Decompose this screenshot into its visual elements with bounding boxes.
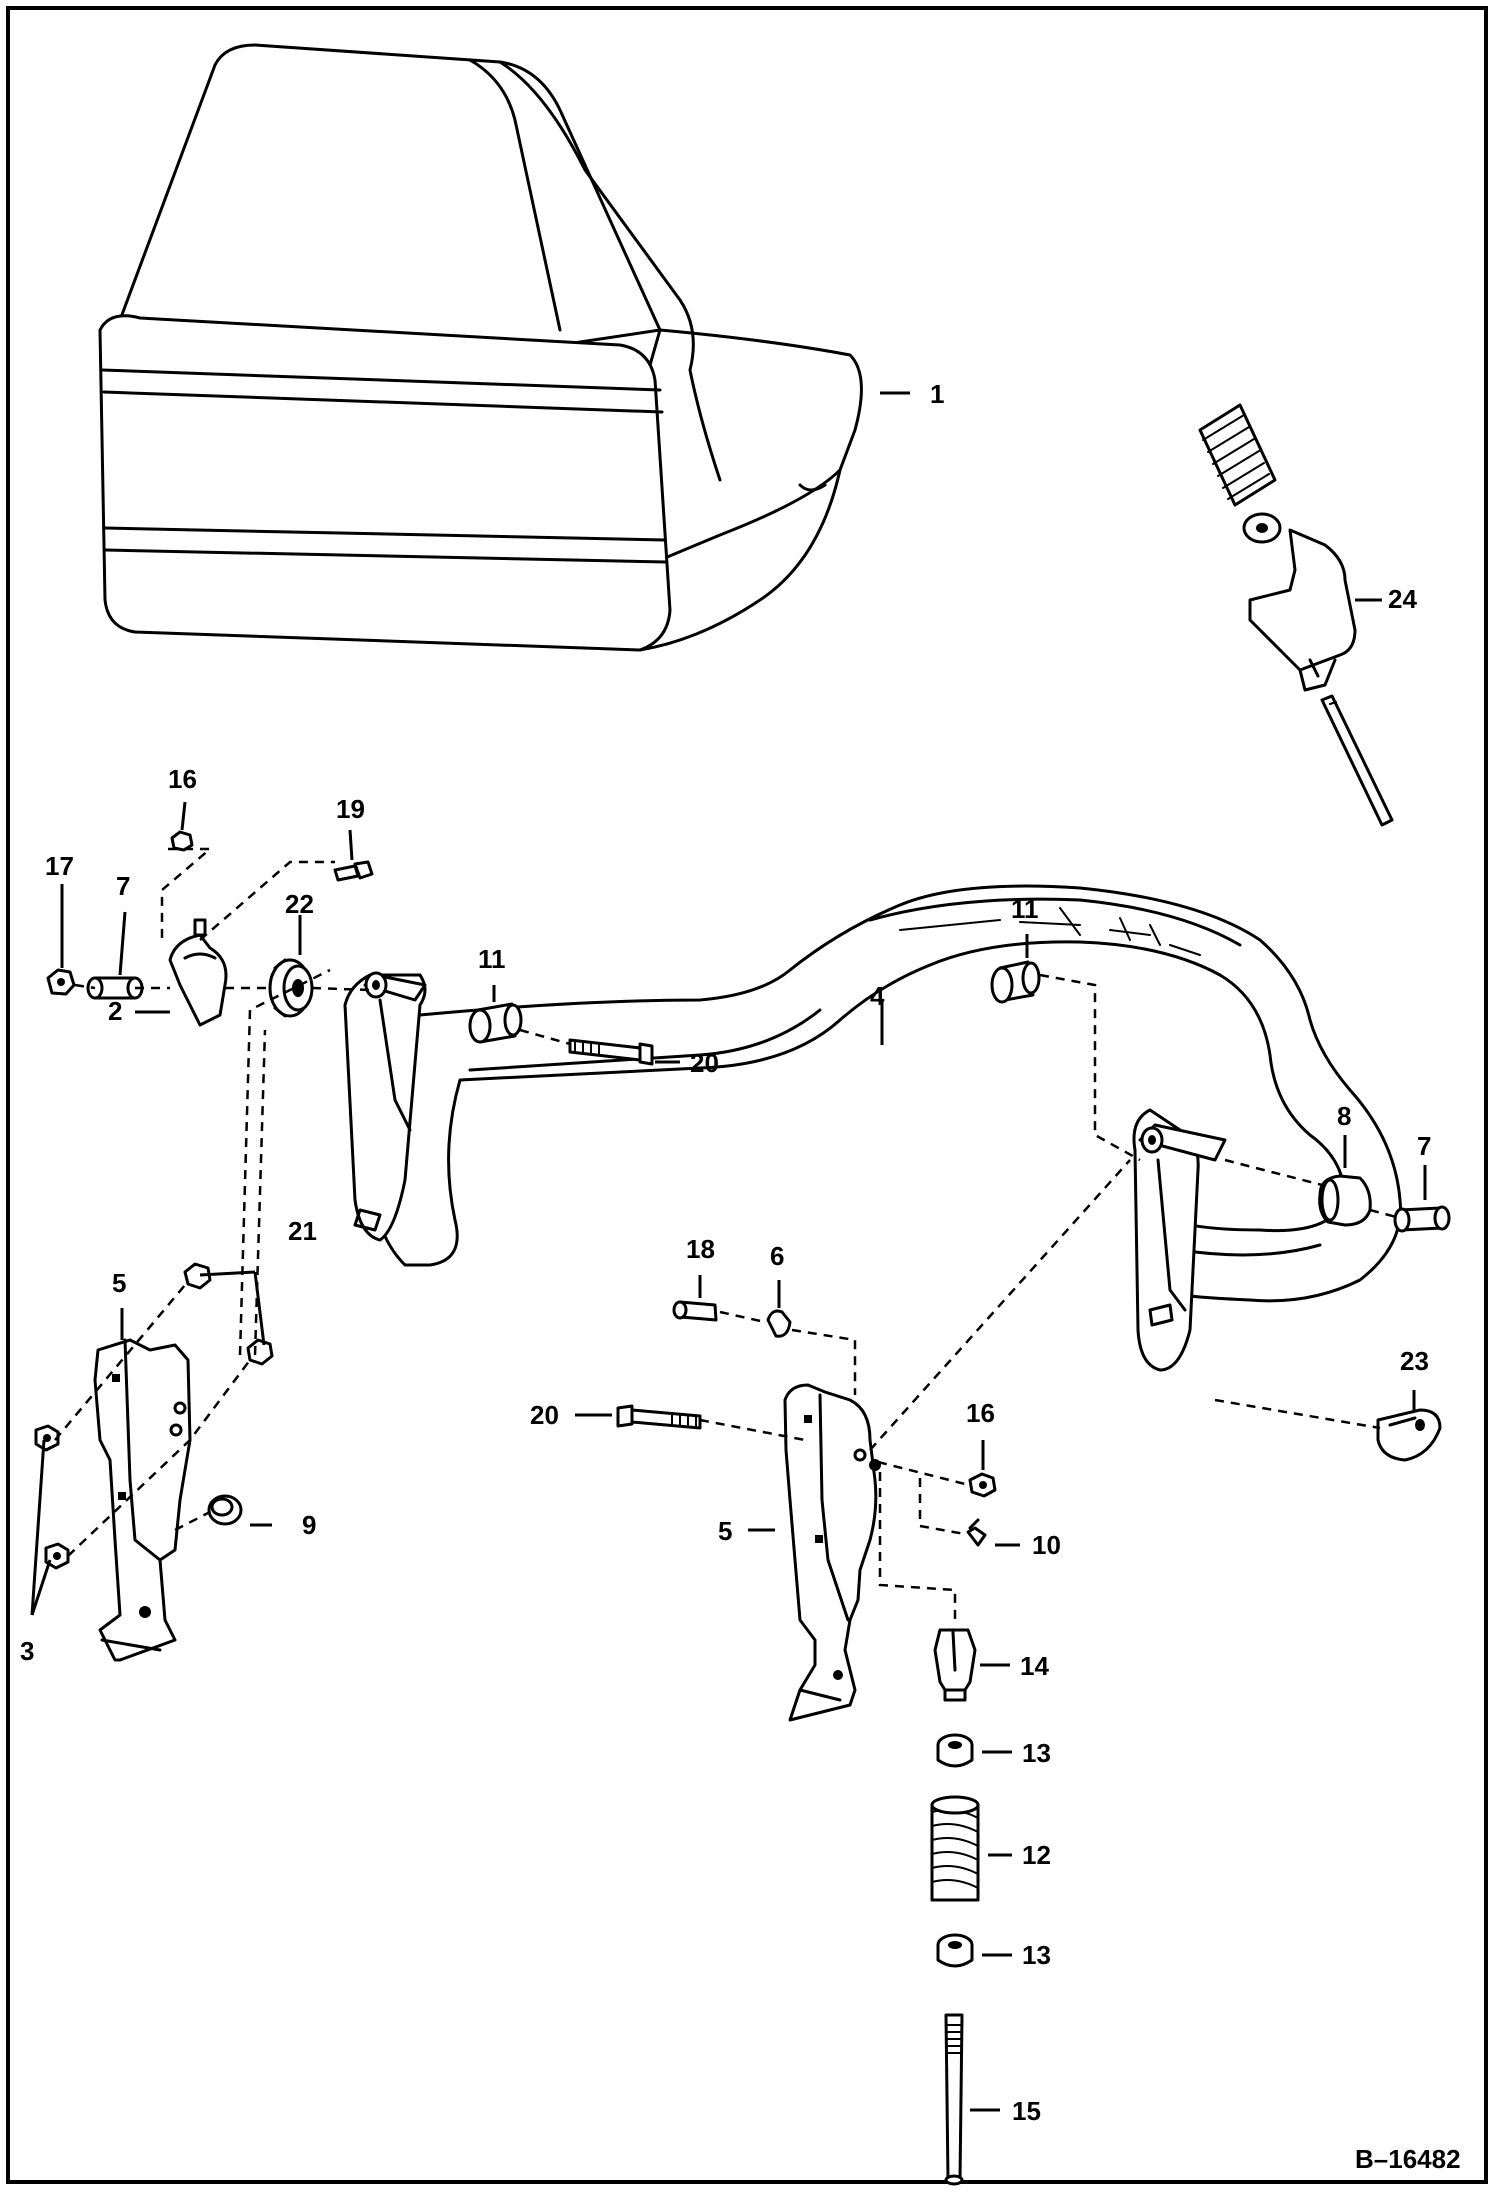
callout-9: 9 — [302, 1510, 316, 1540]
callout-8: 8 — [1337, 1101, 1351, 1131]
spring-coil — [1198, 403, 1277, 507]
left-pivot-components — [46, 830, 654, 1066]
bushing-7-right — [1393, 1205, 1451, 1233]
callout-16-lower: 16 — [966, 1398, 995, 1428]
bolt-20-lower — [616, 1404, 702, 1430]
right-pivot-components — [990, 960, 1451, 1462]
spacer-11-left — [468, 1002, 523, 1044]
callout-5-right: 5 — [718, 1516, 732, 1546]
callout-2: 2 — [108, 996, 122, 1026]
rod-15 — [944, 2013, 964, 2186]
diagram-border — [6, 6, 1488, 2184]
callout-13-bottom: 13 — [1022, 1940, 1051, 1970]
leader-16-top — [180, 801, 187, 831]
callout-24: 24 — [1388, 584, 1417, 614]
callout-23: 23 — [1400, 1346, 1429, 1376]
spring-stack — [930, 1628, 1012, 2186]
callout-3: 3 — [20, 1636, 34, 1666]
clip-6 — [766, 1309, 792, 1338]
callout-18: 18 — [686, 1234, 715, 1264]
callout-16-top: 16 — [168, 764, 197, 794]
washer-13-top — [936, 1733, 974, 1768]
left-mount-bracket — [30, 968, 331, 1662]
callout-7-left: 7 — [116, 871, 130, 901]
nut-16-lower — [968, 1472, 997, 1498]
callout-11-right: 11 — [1011, 894, 1039, 924]
callout-22: 22 — [285, 889, 314, 919]
figure-id: B–16482 — [1355, 2144, 1461, 2174]
callout-5-left: 5 — [112, 1268, 126, 1298]
nut-16-top — [170, 830, 194, 852]
bolts-21 — [183, 1262, 274, 1366]
plug-9 — [207, 1494, 243, 1526]
clevis-14 — [933, 1628, 977, 1702]
cotter-pin-10 — [966, 1518, 987, 1547]
bushing-7-left — [86, 976, 144, 1000]
bushing-8 — [1318, 1174, 1372, 1227]
callout-20-upper: 20 — [690, 1048, 719, 1078]
callout-7-right: 7 — [1417, 1131, 1431, 1161]
callout-17: 17 — [45, 851, 74, 881]
spring-12 — [930, 1795, 980, 1902]
clip-23 — [1376, 1408, 1442, 1462]
callout-14: 14 — [1020, 1651, 1049, 1681]
callout-19: 19 — [336, 794, 365, 824]
leader-7-left — [118, 911, 127, 976]
washer-13-bottom — [936, 1933, 974, 1968]
screw-19 — [333, 860, 374, 882]
spacer-11-right — [990, 960, 1041, 1004]
seat-frame — [343, 884, 1402, 1372]
callout-20-lower: 20 — [530, 1400, 559, 1430]
callout-1: 1 — [930, 379, 944, 409]
callout-21: 21 — [288, 1216, 317, 1246]
bolt-20-upper — [568, 1038, 654, 1066]
nut-17 — [46, 968, 76, 996]
callout-13-top: 13 — [1022, 1738, 1051, 1768]
spring-bracket-assembly — [1198, 403, 1394, 827]
callout-15: 15 — [1012, 2096, 1041, 2126]
leader-19 — [348, 829, 354, 861]
callout-10: 10 — [1032, 1530, 1061, 1560]
clamp-2 — [168, 918, 228, 1027]
seat-cushion — [98, 43, 863, 652]
right-mount-bracket — [616, 1159, 1131, 1722]
pin-18 — [672, 1300, 718, 1322]
callout-4: 4 — [870, 981, 885, 1011]
bearing-22 — [268, 958, 314, 1018]
callout-12: 12 — [1022, 1840, 1051, 1870]
callout-6: 6 — [770, 1241, 784, 1271]
callout-11-left: 11 — [478, 944, 506, 974]
nuts-3 — [34, 1424, 70, 1570]
